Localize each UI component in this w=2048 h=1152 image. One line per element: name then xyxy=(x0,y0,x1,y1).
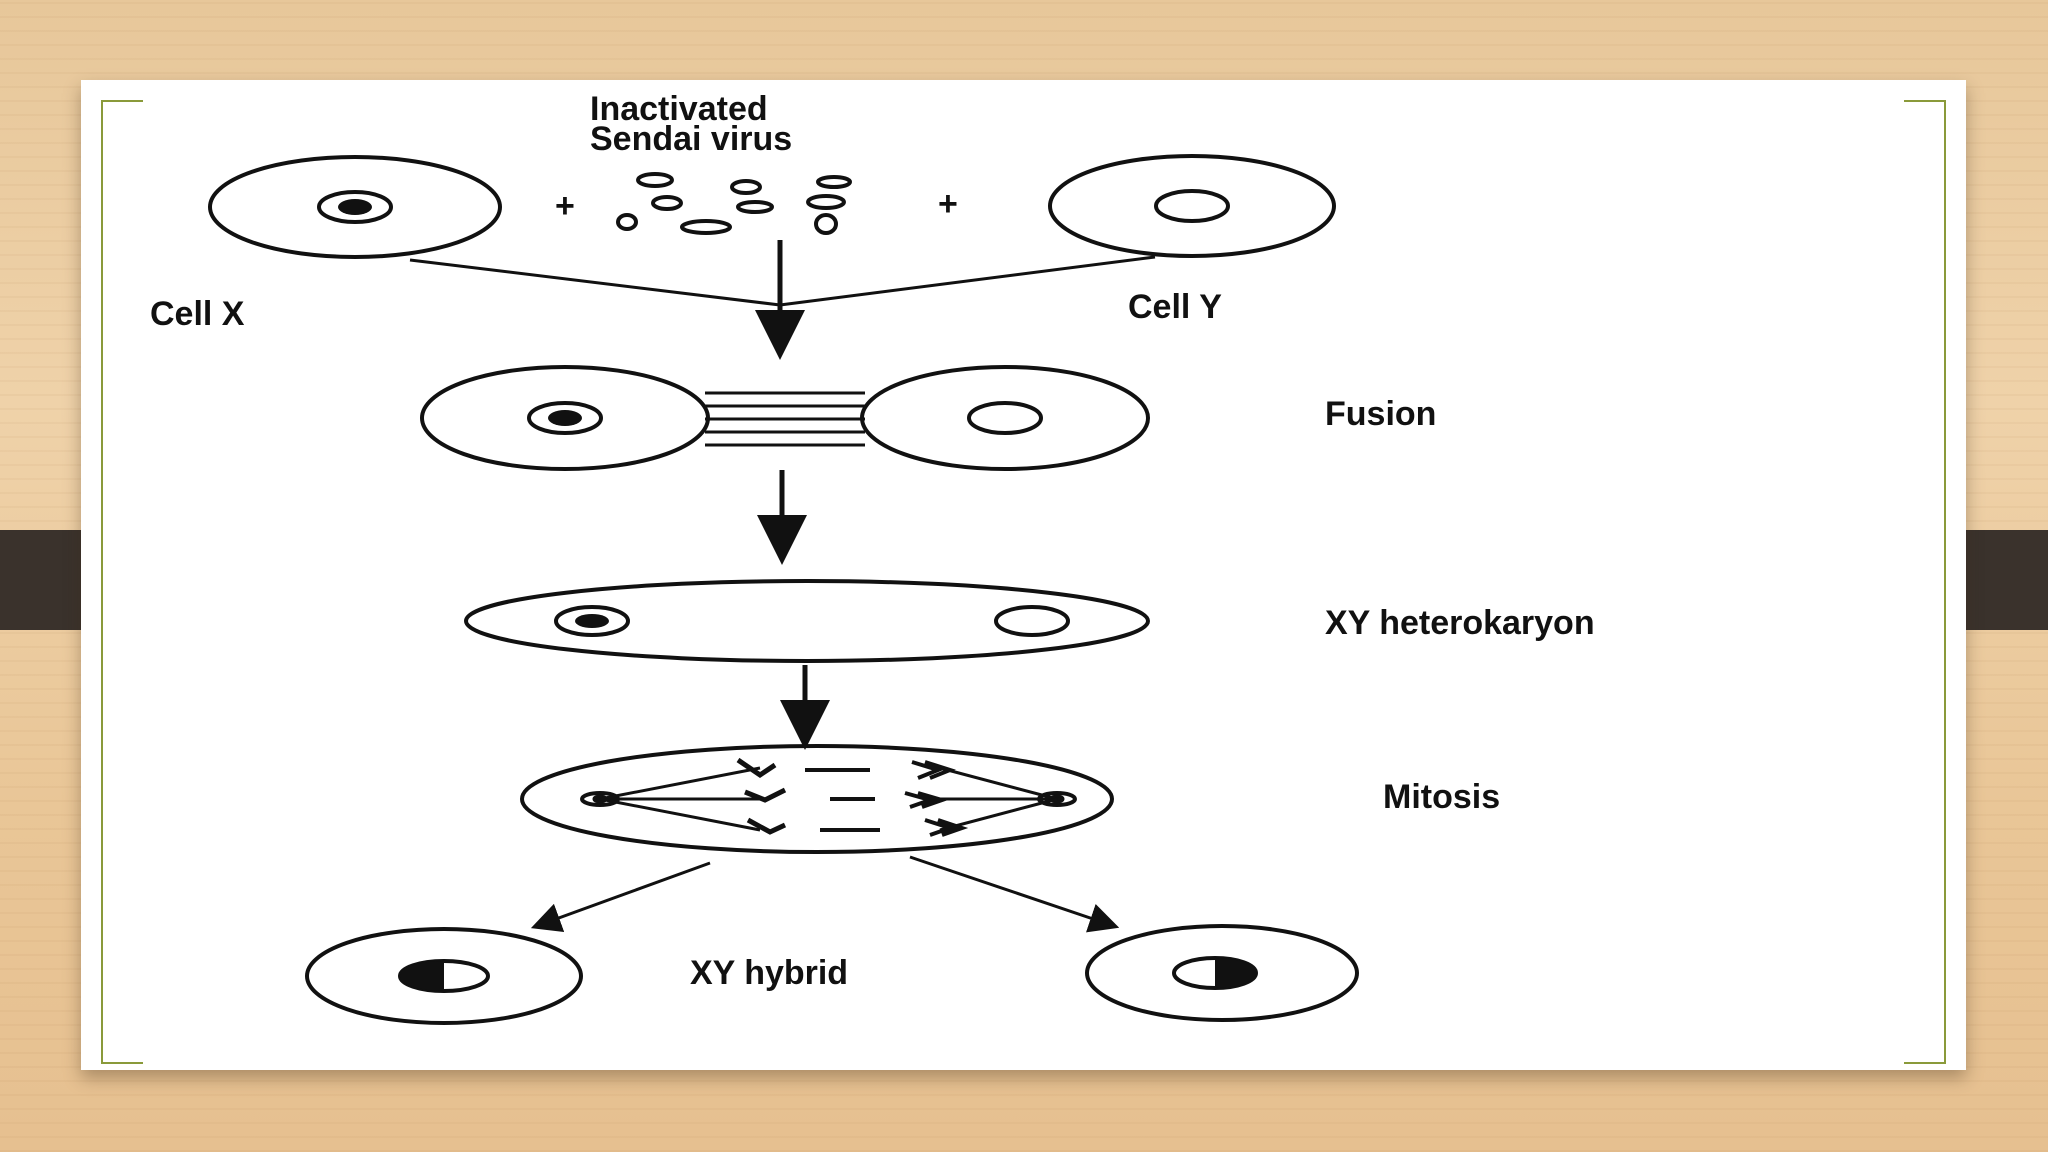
heterokaryon-label: XY heterokaryon xyxy=(1325,604,1595,642)
cell-y xyxy=(1048,154,1336,258)
slide-panel xyxy=(81,80,1966,1070)
fusion-cells xyxy=(420,365,1150,471)
converging-lines xyxy=(409,255,1156,307)
cell-y-label: Cell Y xyxy=(1128,288,1222,326)
hybrid-label: XY hybrid xyxy=(690,954,848,992)
left-bracket xyxy=(101,100,143,1064)
plus-left: + xyxy=(555,187,575,225)
mitosis-label: Mitosis xyxy=(1383,778,1500,816)
virus-label-line2: Sendai virus xyxy=(590,120,792,158)
virus-label-line1: Inactivated xyxy=(590,90,768,128)
cell-x xyxy=(208,155,502,259)
heterokaryon-cell xyxy=(464,579,1150,663)
hybrid-cell-right xyxy=(1085,924,1359,1022)
arrow-to-hybrid-right xyxy=(909,855,1120,933)
fusion-label: Fusion xyxy=(1325,395,1436,433)
hybrid-cell-left xyxy=(305,927,583,1025)
virus-particles xyxy=(616,172,852,235)
plus-right: + xyxy=(938,185,958,223)
right-bracket xyxy=(1904,100,1946,1064)
mitosis-cell xyxy=(520,744,1114,854)
arrow-to-hybrid-left xyxy=(530,861,711,932)
cell-x-label: Cell X xyxy=(150,295,245,333)
